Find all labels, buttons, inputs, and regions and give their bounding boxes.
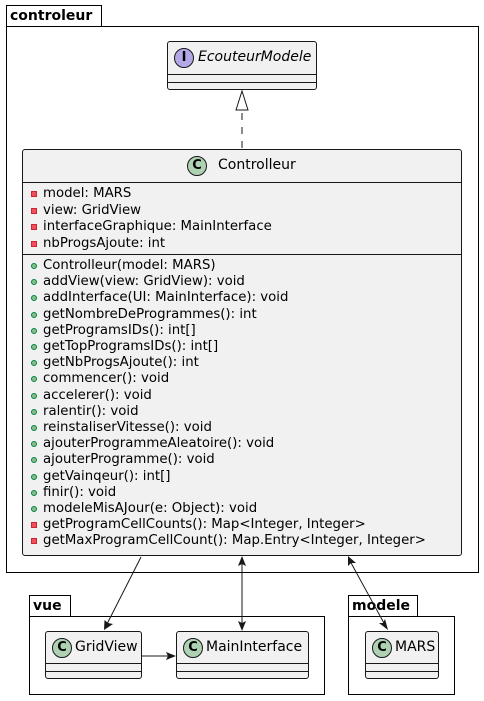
public-method-marker-icon	[31, 392, 37, 399]
class-method: addInterface(UI: MainInterface): void	[43, 290, 289, 306]
class-field: nbProgsAjoute: int	[43, 235, 166, 251]
private-method-marker-icon	[31, 538, 37, 545]
class-method: ajouterProgrammeAleatoire(): void	[43, 436, 275, 452]
arrowhead-mars-bottom	[379, 619, 388, 630]
class-method: getProgramsIDs(): int[]	[43, 322, 196, 338]
class-name: Controlleur	[218, 157, 296, 173]
public-method-marker-icon	[31, 441, 37, 448]
class-method: getProgramCellCounts(): Map<Integer, Int…	[43, 517, 366, 533]
arrowhead-controlleur-top-1	[238, 556, 246, 566]
mars-separator-1	[366, 663, 438, 664]
mars-stereotype-icon: C	[372, 638, 392, 658]
class-method: getNbProgsAjoute(): int	[43, 355, 199, 371]
interface-name: EcouteurModele	[198, 49, 312, 65]
maininterface-stereotype-icon: C	[183, 638, 203, 658]
class-maininterface[interactable]: C MainInterface	[176, 631, 309, 679]
arrowhead-controlleur-top-2	[348, 556, 356, 566]
package-controleur-tab: controleur	[6, 5, 102, 27]
gridview-separator-1	[46, 663, 141, 664]
class-method: Controlleur(model: MARS)	[43, 258, 216, 273]
arrowhead-gridview-maininterface	[166, 652, 176, 660]
class-method: reinstaliserVitesse(): void	[43, 420, 212, 435]
public-method-marker-icon	[31, 506, 37, 512]
class-method: modeleMisAJour(e: Object): void	[43, 501, 258, 516]
maininterface-name: MainInterface	[206, 639, 303, 655]
interface-stereotype-icon: I	[174, 48, 194, 68]
interface-ecouteur-modele[interactable]: I EcouteurModele	[167, 41, 317, 90]
private-field-marker-icon	[31, 240, 37, 247]
class-method: getNombreDeProgrammes(): int	[43, 306, 257, 322]
public-method-marker-icon	[31, 489, 37, 496]
private-field-marker-icon	[31, 207, 37, 214]
class-header-separator	[23, 182, 461, 183]
gridview-separator-2	[46, 671, 141, 672]
association-controlleur-gridview	[106, 556, 142, 625]
class-method: getMaxProgramCellCount(): Map.Entry<Inte…	[43, 533, 426, 549]
private-method-marker-icon	[31, 522, 37, 529]
class-method: getVainqeur(): int[]	[43, 468, 171, 484]
package-modele-label: modele	[352, 598, 411, 614]
public-method-marker-icon	[31, 408, 37, 415]
public-method-marker-icon	[31, 327, 37, 334]
public-method-marker-icon	[31, 360, 37, 367]
class-method: accelerer(): void	[43, 387, 152, 403]
maininterface-separator-1	[177, 663, 308, 664]
private-field-marker-icon	[31, 224, 37, 230]
public-method-marker-icon	[31, 263, 37, 269]
class-method: finir(): void	[43, 484, 117, 500]
public-method-marker-icon	[31, 295, 37, 302]
class-method: addView(view: GridView): void	[43, 274, 245, 290]
gridview-name: GridView	[75, 639, 138, 655]
package-modele-tab: modele	[348, 595, 418, 617]
public-method-marker-icon	[31, 279, 37, 286]
public-method-marker-icon	[31, 425, 37, 431]
class-mars[interactable]: C MARS	[365, 631, 439, 679]
public-method-marker-icon	[31, 376, 37, 383]
realization-arrowhead	[235, 89, 249, 111]
package-vue-tab: vue	[29, 595, 71, 617]
package-controleur-label: controleur	[10, 8, 93, 24]
class-method: ralentir(): void	[43, 403, 139, 419]
mars-name: MARS	[395, 639, 436, 655]
class-method: commencer(): void	[43, 371, 170, 387]
interface-separator-2	[168, 82, 316, 83]
interface-separator-1	[168, 74, 316, 75]
mars-separator-2	[366, 671, 438, 672]
class-method: getTopProgramsIDs(): int[]	[43, 339, 219, 354]
public-method-marker-icon	[31, 457, 37, 464]
gridview-stereotype-icon: C	[52, 638, 72, 658]
class-field: interfaceGraphique: MainInterface	[43, 219, 272, 234]
class-field: model: MARS	[43, 186, 132, 201]
association-controlleur-mars	[349, 560, 386, 626]
maininterface-separator-2	[177, 671, 308, 672]
arrowhead-maininterface-bottom	[238, 621, 246, 631]
arrowhead-gridview	[104, 620, 113, 630]
public-method-marker-icon	[31, 311, 37, 318]
class-field: view: GridView	[43, 202, 142, 218]
public-method-marker-icon	[31, 473, 37, 480]
class-fields-separator	[23, 254, 461, 255]
package-vue-label: vue	[33, 598, 62, 614]
class-method: ajouterProgramme(): void	[43, 452, 215, 468]
class-stereotype-icon: C	[187, 156, 207, 176]
public-method-marker-icon	[31, 344, 37, 350]
class-gridview[interactable]: C GridView	[45, 631, 142, 679]
private-field-marker-icon	[31, 191, 37, 197]
